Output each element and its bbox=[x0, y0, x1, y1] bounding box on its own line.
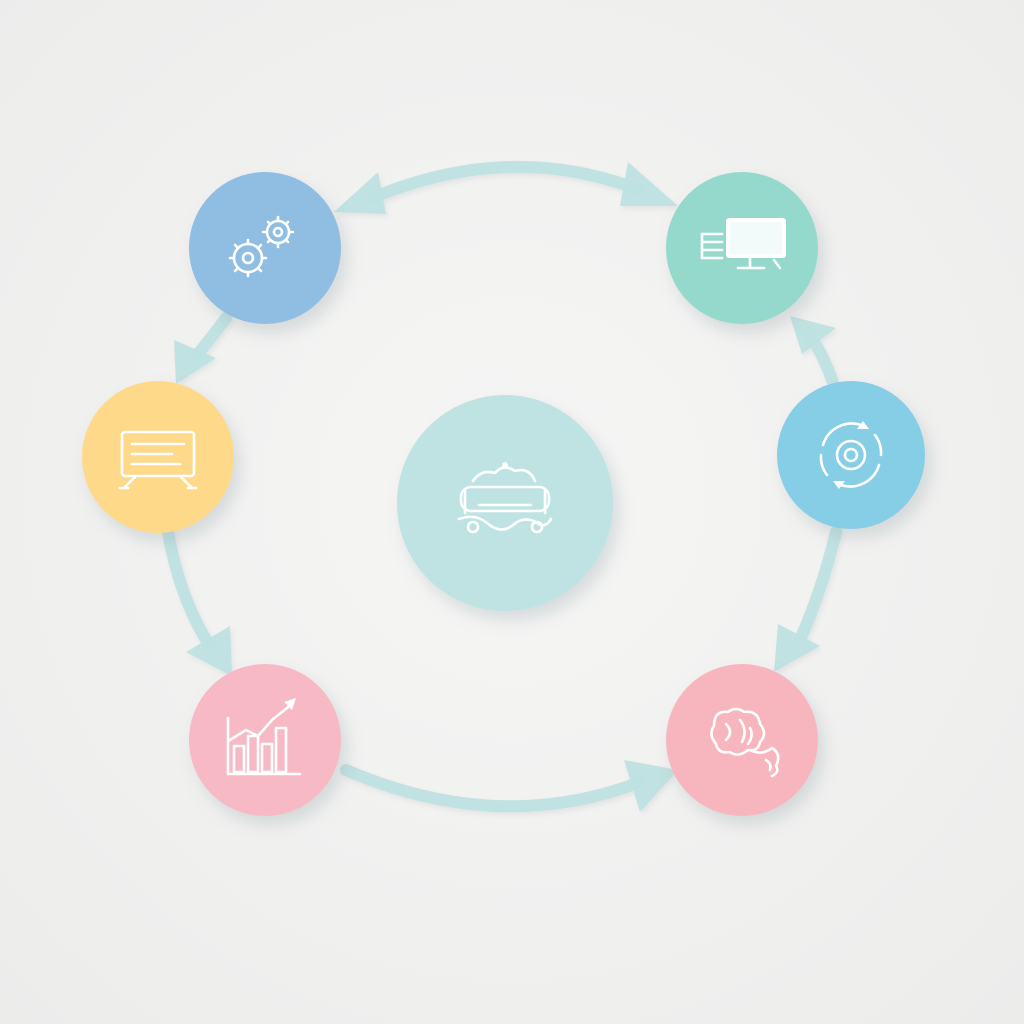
center-node[interactable] bbox=[397, 395, 613, 611]
cloud-network-icon bbox=[457, 462, 553, 534]
node-top-left[interactable] bbox=[189, 172, 341, 324]
arrow-midright-to-topright bbox=[790, 316, 838, 386]
arrow-bottom bbox=[340, 760, 678, 813]
node-top-right[interactable] bbox=[666, 172, 818, 324]
gears-icon bbox=[228, 215, 295, 278]
computer-monitor-icon bbox=[700, 218, 786, 270]
arrow-topleft-to-midleft bbox=[174, 312, 232, 384]
presentation-board-icon bbox=[118, 430, 198, 490]
node-bottom-right[interactable] bbox=[666, 664, 818, 816]
arrow-midleft-to-bottomleft bbox=[162, 526, 232, 676]
arrow-midright-to-bottomright bbox=[774, 526, 842, 672]
target-sync-icon bbox=[819, 421, 883, 489]
brain-idea-icon bbox=[710, 707, 780, 778]
connector-arrows bbox=[162, 160, 842, 813]
node-mid-right[interactable] bbox=[777, 381, 925, 529]
arrow-top-bidirectional bbox=[334, 160, 678, 214]
node-bottom-left[interactable] bbox=[189, 664, 341, 816]
growth-chart-icon bbox=[226, 698, 302, 776]
node-mid-left[interactable] bbox=[82, 381, 234, 533]
